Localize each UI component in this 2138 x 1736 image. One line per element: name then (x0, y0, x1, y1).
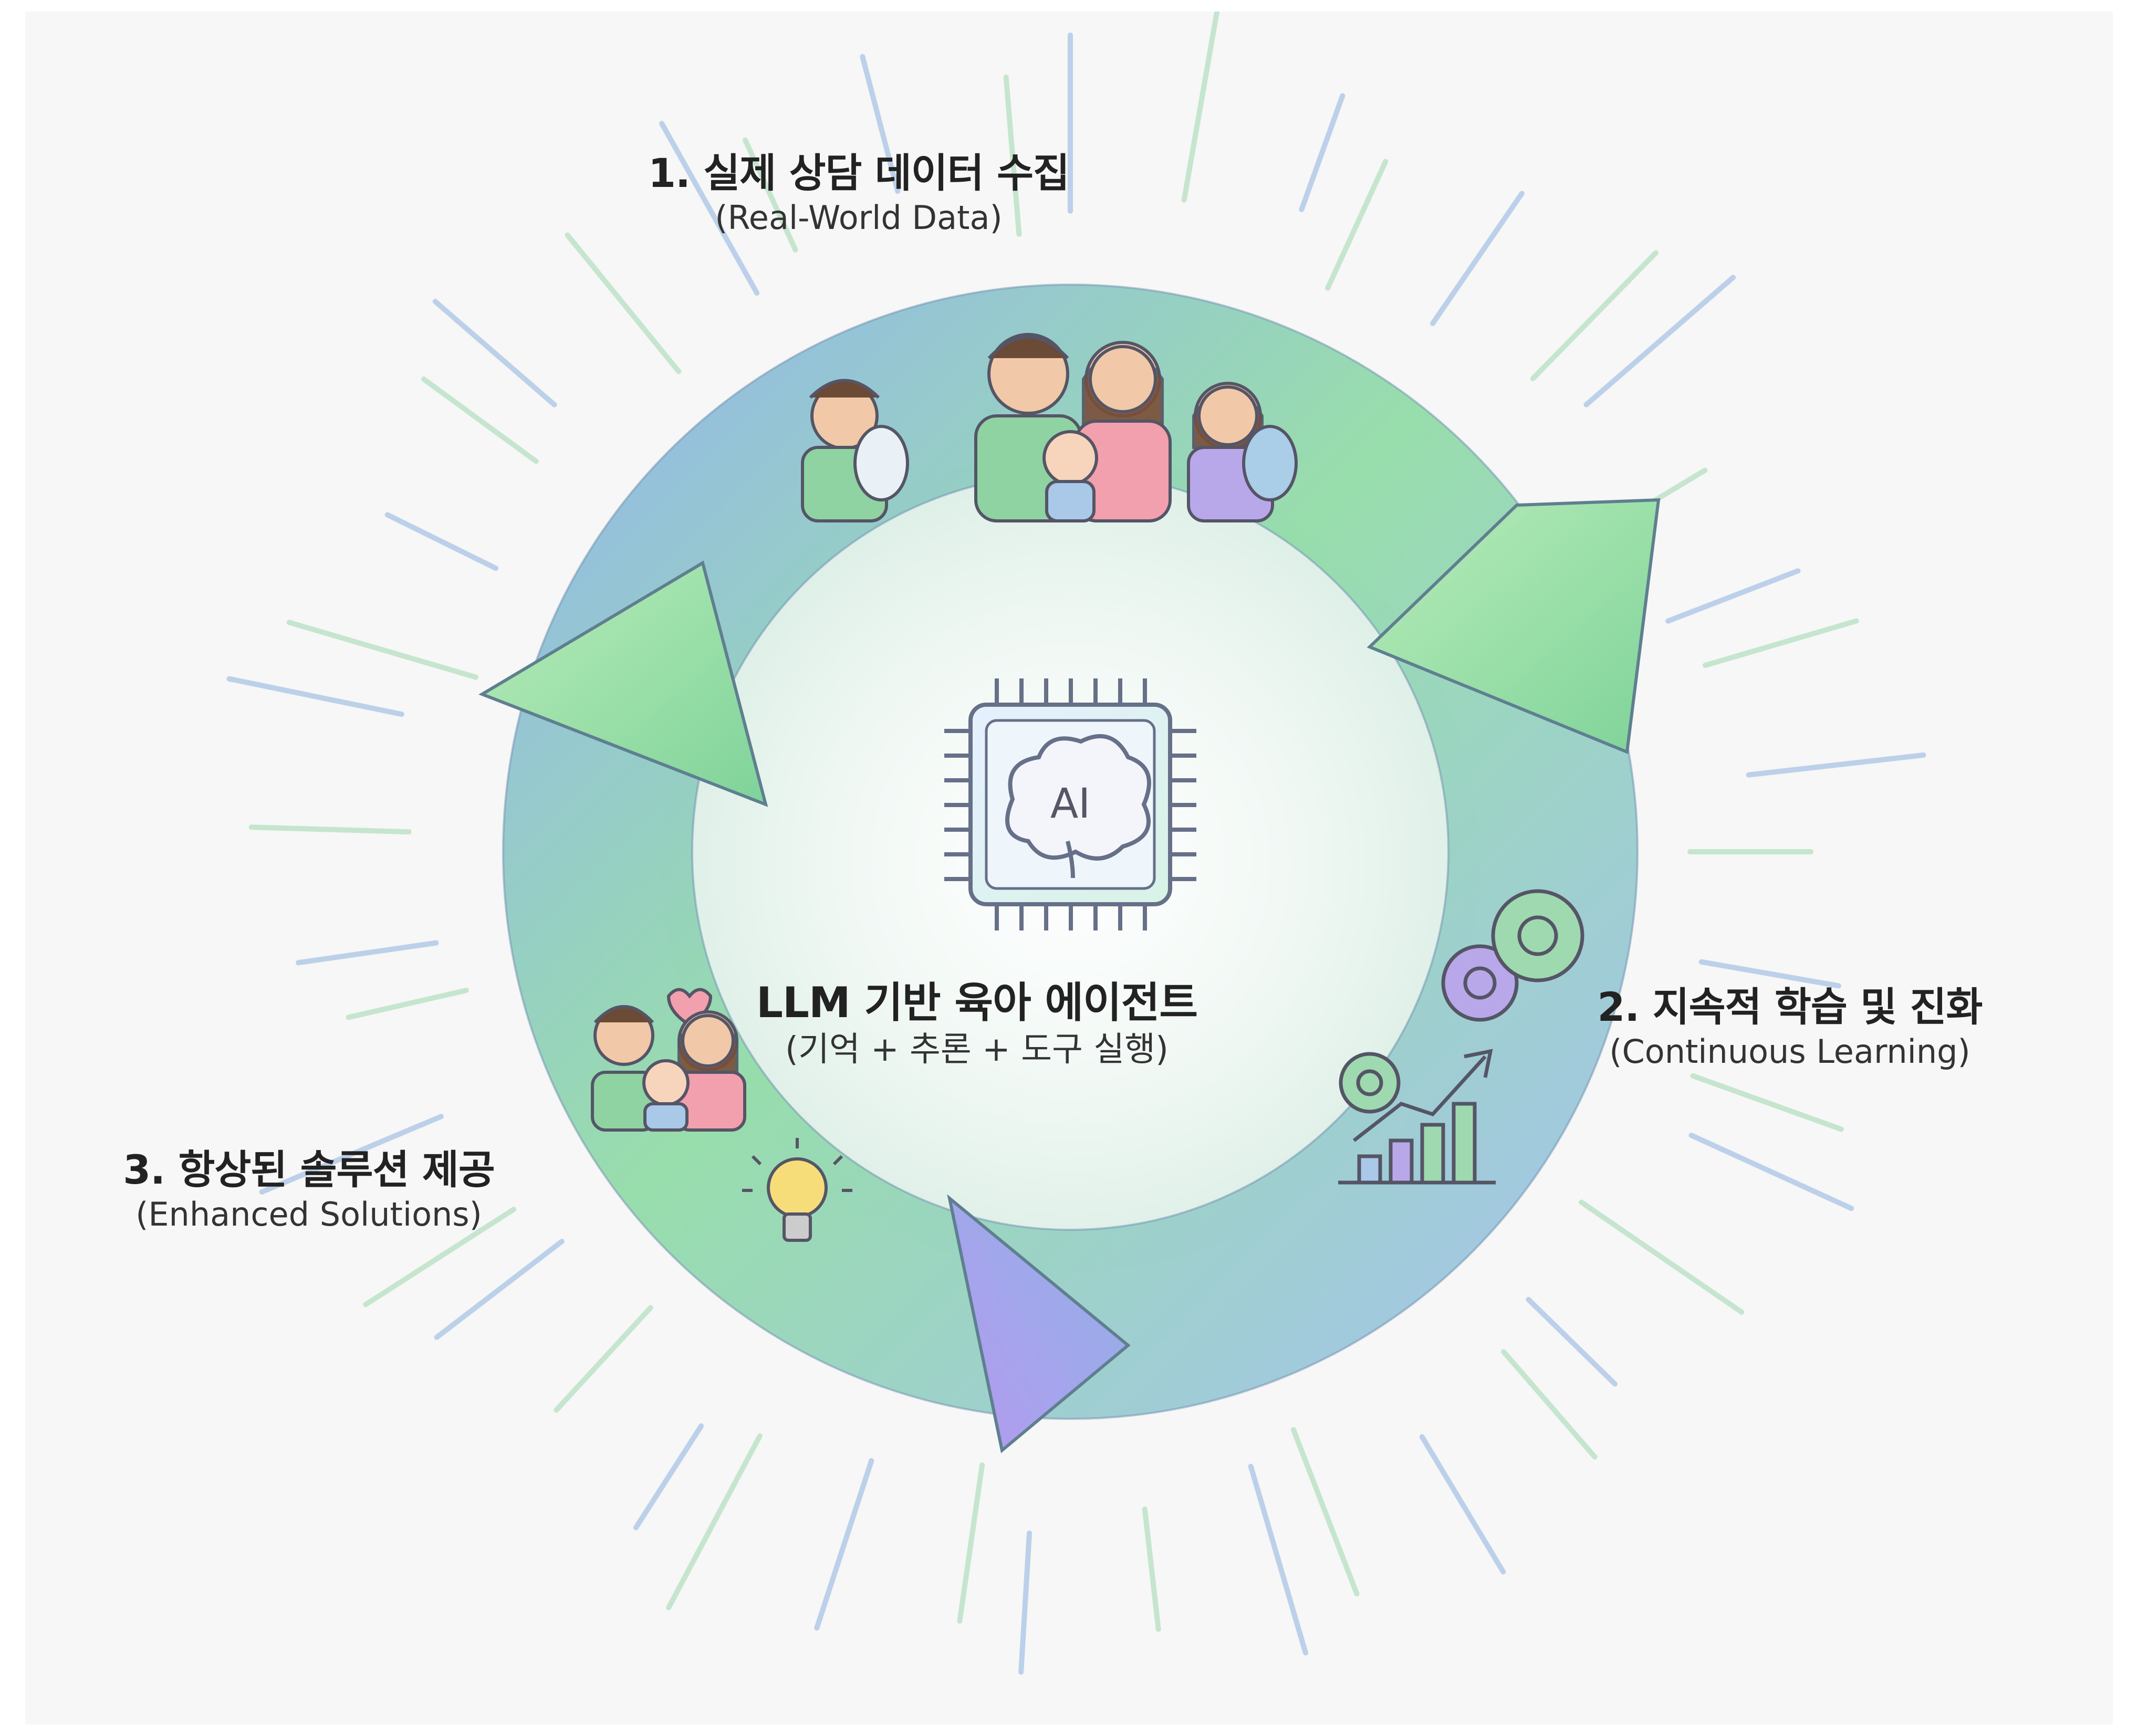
light-ray (346, 987, 469, 1020)
light-ray (1325, 159, 1389, 291)
light-ray (296, 940, 439, 966)
step-1-label: 1. 실제 상담 데이터 수집 (Real-World Data) (596, 149, 1121, 239)
light-ray (1290, 1427, 1360, 1597)
step-2-label: 2. 지속적 학습 및 진화 (Continuous Learning) (1501, 983, 2079, 1073)
light-ray (248, 824, 412, 835)
arrow-head-right (1367, 498, 1661, 755)
light-ray (957, 1462, 985, 1624)
light-ray (1665, 568, 1801, 624)
light-ray (565, 232, 682, 374)
step-3-label: 3. 항상된 솔루션 제공 (Enhanced Solutions) (25, 1146, 592, 1236)
light-ray (554, 1305, 653, 1413)
step-1-subtitle: (Real-World Data) (715, 198, 1003, 237)
light-ray (1142, 1506, 1161, 1632)
light-ray (1698, 959, 1841, 989)
step-2-title: 2. 지속적 학습 및 진화 (1597, 984, 1983, 1030)
light-ray (259, 1114, 444, 1195)
ai-brain-chip-icon (944, 678, 1196, 930)
center-title: LLM 기반 육아 에이전트 (756, 978, 1198, 1027)
light-ray (1430, 191, 1525, 326)
light-ray (1702, 618, 1859, 668)
light-ray (1530, 250, 1659, 381)
light-ray (1501, 1349, 1598, 1460)
light-ray (666, 1433, 763, 1610)
light-ray (421, 377, 539, 464)
light-ray (1003, 75, 1022, 237)
center-label: LLM 기반 육아 에이전트 (기억 + 추론 + 도구 실행) (675, 978, 1279, 1072)
light-ray (659, 121, 760, 296)
step-3-title: 3. 항상된 솔루션 제공 (123, 1146, 495, 1193)
light-ray (1583, 275, 1736, 407)
light-ray (1526, 1296, 1618, 1387)
light-ray (1746, 752, 1926, 778)
family-lightbulb-icon (591, 988, 852, 1242)
light-ray (633, 1423, 704, 1531)
light-ray (1419, 1434, 1506, 1575)
light-ray (363, 1207, 517, 1308)
light-ray (1018, 1530, 1033, 1675)
ring-outer-edge (502, 284, 1639, 1420)
light-ray (434, 1239, 565, 1340)
gears-growth-chart-icon (1338, 889, 1584, 1185)
light-ray (1299, 93, 1346, 212)
chip-text: AI (1050, 780, 1090, 828)
arrow-head-bottom (947, 1194, 1131, 1453)
cycle-diagram: AI (226, 12, 1926, 1675)
light-ray (1579, 1199, 1745, 1315)
light-rays (226, 12, 1926, 1675)
light-ray (1688, 1133, 1854, 1211)
light-ray (860, 54, 901, 194)
center-subtitle: (기억 + 추론 + 도구 실행) (785, 1030, 1169, 1069)
arrow-head-left (478, 560, 768, 807)
step-3-subtitle: (Enhanced Solutions) (135, 1195, 482, 1234)
light-ray (1181, 12, 1220, 203)
diagram-canvas: AI 1. 실제 상담 데이터 수집 (Real-World Data) 2. … (25, 12, 2113, 1724)
light-ray (286, 620, 478, 680)
light-ray (384, 512, 498, 571)
step-1-title: 1. 실제 상담 데이터 수집 (648, 150, 1070, 196)
light-ray (1248, 1463, 1308, 1656)
light-ray (743, 137, 798, 253)
step-2-subtitle: (Continuous Learning) (1609, 1032, 1970, 1071)
family-group-icon (801, 333, 1298, 522)
light-ray (814, 1458, 874, 1631)
light-ray (1690, 1073, 1844, 1132)
light-ray (432, 299, 557, 407)
light-ray (226, 676, 404, 717)
